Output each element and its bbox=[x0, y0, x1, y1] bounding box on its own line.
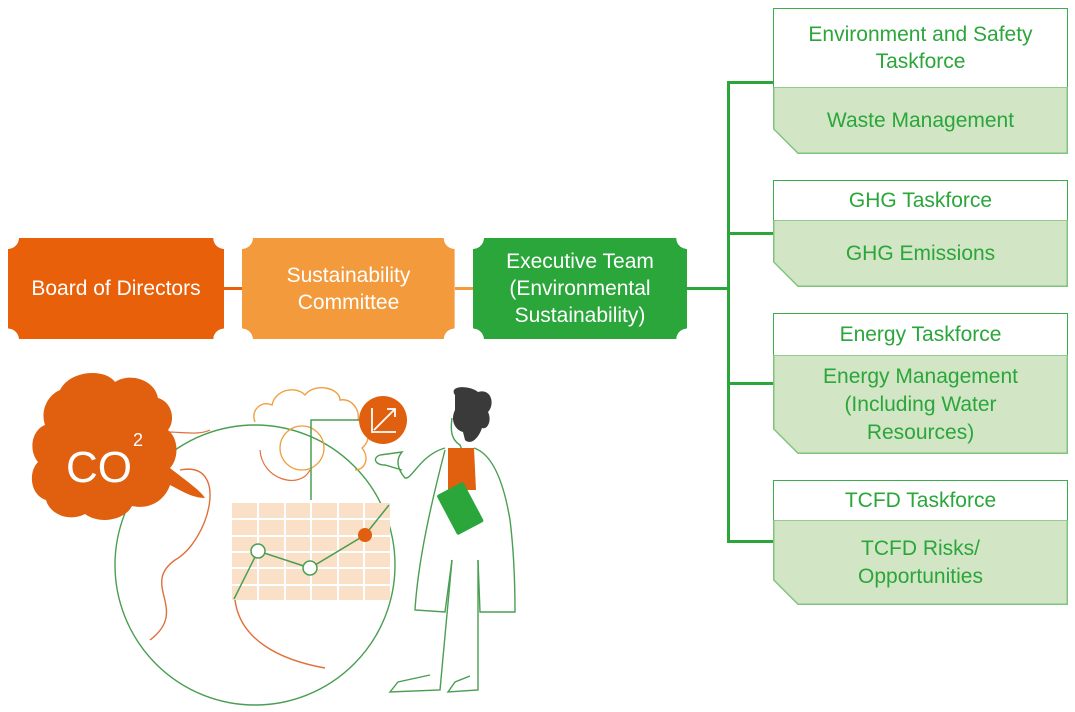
focus-box-shape bbox=[773, 520, 1068, 605]
taskforce-header: Environment and Safety Taskforce bbox=[773, 8, 1068, 88]
co2-cloud-icon: CO 2 bbox=[31, 372, 206, 520]
connector-branch-1 bbox=[727, 81, 773, 84]
taskforce-name: Environment and Safety Taskforce bbox=[808, 23, 1033, 73]
connector-committee-executive bbox=[455, 287, 473, 290]
taskforce-name: GHG Taskforce bbox=[848, 189, 993, 212]
sustainability-illustration: CO 2 bbox=[31, 372, 516, 706]
board-of-directors-box: Board of Directors bbox=[8, 238, 224, 339]
taskforce-focus-box: GHG Emissions bbox=[773, 220, 1068, 287]
connector-executive-trunk bbox=[687, 287, 730, 290]
taskforce-focus: Waste Management bbox=[826, 108, 1015, 132]
sustainability-committee-label: Sustainability Committee bbox=[286, 263, 411, 314]
taskforce-name: Energy Taskforce bbox=[839, 323, 1002, 346]
scientist-figure-icon bbox=[374, 387, 516, 693]
taskforce-focus: TCFD Risks/ Opportunities bbox=[858, 536, 983, 588]
co2-label: CO bbox=[66, 443, 132, 492]
trend-chart-icon bbox=[359, 396, 407, 444]
connector-branch-3 bbox=[727, 382, 773, 385]
focus-box-shape bbox=[773, 355, 1068, 454]
taskforce-header: GHG Taskforce bbox=[773, 180, 1068, 221]
executive-team-box: Executive Team (Environmental Sustainabi… bbox=[473, 238, 687, 339]
taskforce-focus: Energy Management (Including Water Resou… bbox=[823, 364, 1018, 444]
taskforce-focus-box: Energy Management (Including Water Resou… bbox=[773, 355, 1068, 454]
executive-team-label: Executive Team (Environmental Sustainabi… bbox=[506, 250, 654, 327]
sustainability-committee-box: Sustainability Committee bbox=[242, 238, 455, 339]
taskforce-header: TCFD Taskforce bbox=[773, 480, 1068, 521]
taskforce-name: TCFD Taskforce bbox=[844, 489, 997, 512]
connector-branch-4 bbox=[727, 540, 773, 543]
board-of-directors-label: Board of Directors bbox=[31, 277, 201, 300]
focus-box-shape bbox=[773, 87, 1068, 154]
connector-board-committee bbox=[224, 287, 242, 290]
taskforce-focus: GHG Emissions bbox=[845, 241, 996, 265]
gear-icon bbox=[253, 387, 369, 481]
taskforce-header: Energy Taskforce bbox=[773, 313, 1068, 356]
co2-superscript: 2 bbox=[133, 430, 143, 450]
connector-trunk-vertical bbox=[727, 81, 730, 543]
line-chart-board-icon bbox=[232, 503, 390, 600]
connector-branch-2 bbox=[727, 232, 773, 235]
taskforce-focus-box: Waste Management bbox=[773, 87, 1068, 154]
focus-box-shape bbox=[773, 220, 1068, 287]
taskforce-focus-box: TCFD Risks/ Opportunities bbox=[773, 520, 1068, 605]
